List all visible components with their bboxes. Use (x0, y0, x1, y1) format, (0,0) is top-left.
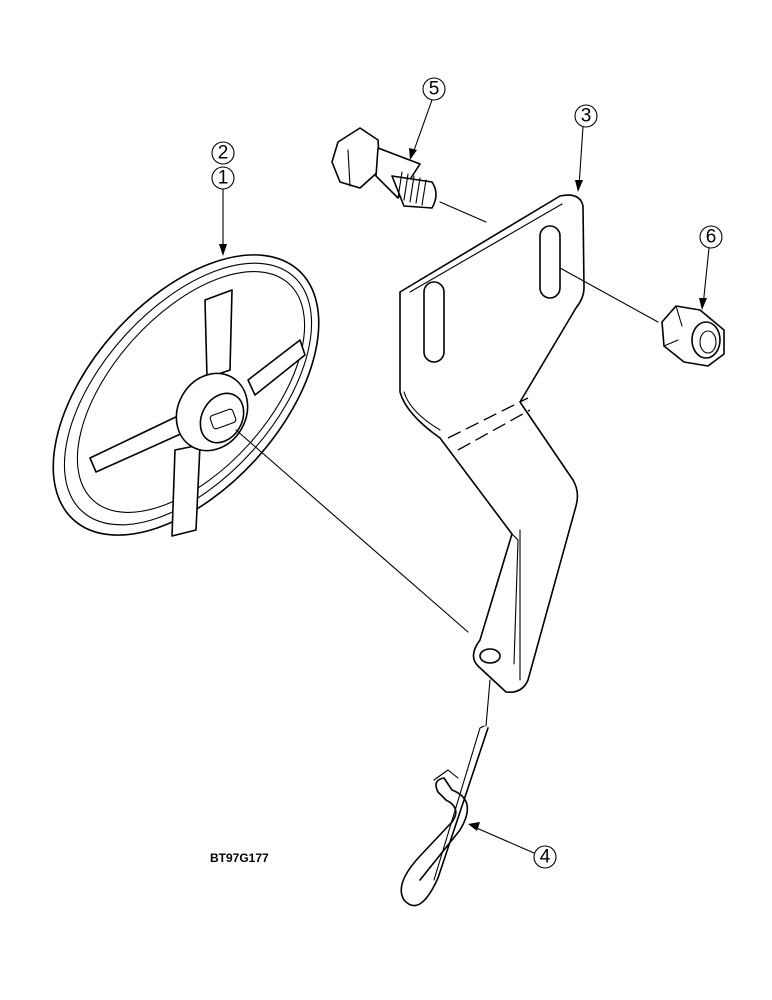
callout-6: 6 (699, 225, 723, 249)
bend-line-lower (457, 409, 531, 451)
spoke-left (89, 414, 186, 473)
callout-3: 3 (574, 104, 598, 128)
callout-4-arrow (468, 822, 480, 831)
svg-text:4: 4 (540, 847, 551, 868)
callout-5-arrow (409, 148, 417, 160)
svg-text:1: 1 (218, 168, 229, 189)
svg-text:5: 5 (429, 79, 440, 100)
spoke-lower (171, 444, 201, 537)
spoke-right (247, 339, 306, 396)
hub-slot (209, 408, 237, 430)
callout-3-arrow (575, 180, 583, 192)
bolt-leader (439, 201, 487, 223)
svg-text:2: 2 (218, 143, 229, 164)
hub-leader (235, 429, 469, 633)
nut-leader (559, 267, 659, 323)
bolt-head (331, 127, 381, 189)
callout-4-leader (471, 825, 535, 854)
bracket-pin-hole (479, 648, 501, 664)
svg-text:6: 6 (706, 227, 717, 248)
svg-text:3: 3 (581, 106, 592, 127)
callout-2: 2 (211, 141, 235, 165)
callout-3-leader (578, 126, 584, 187)
callout-6-arrow (699, 298, 707, 310)
bracket-part (399, 194, 585, 694)
bend-line-upper (447, 397, 529, 439)
callout-6-leader (702, 247, 710, 307)
bracket-slot-left (423, 281, 445, 363)
callout-1: 1 (211, 166, 235, 190)
spoke-upper (204, 289, 233, 379)
figure-id: BT97G177 (210, 851, 269, 865)
pin-leader (485, 679, 491, 727)
callout-5: 5 (422, 77, 446, 101)
wheel-part (52, 254, 320, 537)
hair-pin-part (400, 725, 489, 907)
callout-5-leader (411, 99, 433, 157)
callout-1-arrow (219, 244, 227, 256)
callout-4: 4 (533, 845, 557, 869)
bracket-slot-right (539, 225, 561, 299)
nut-part (661, 305, 725, 367)
bolt-part (331, 127, 437, 209)
